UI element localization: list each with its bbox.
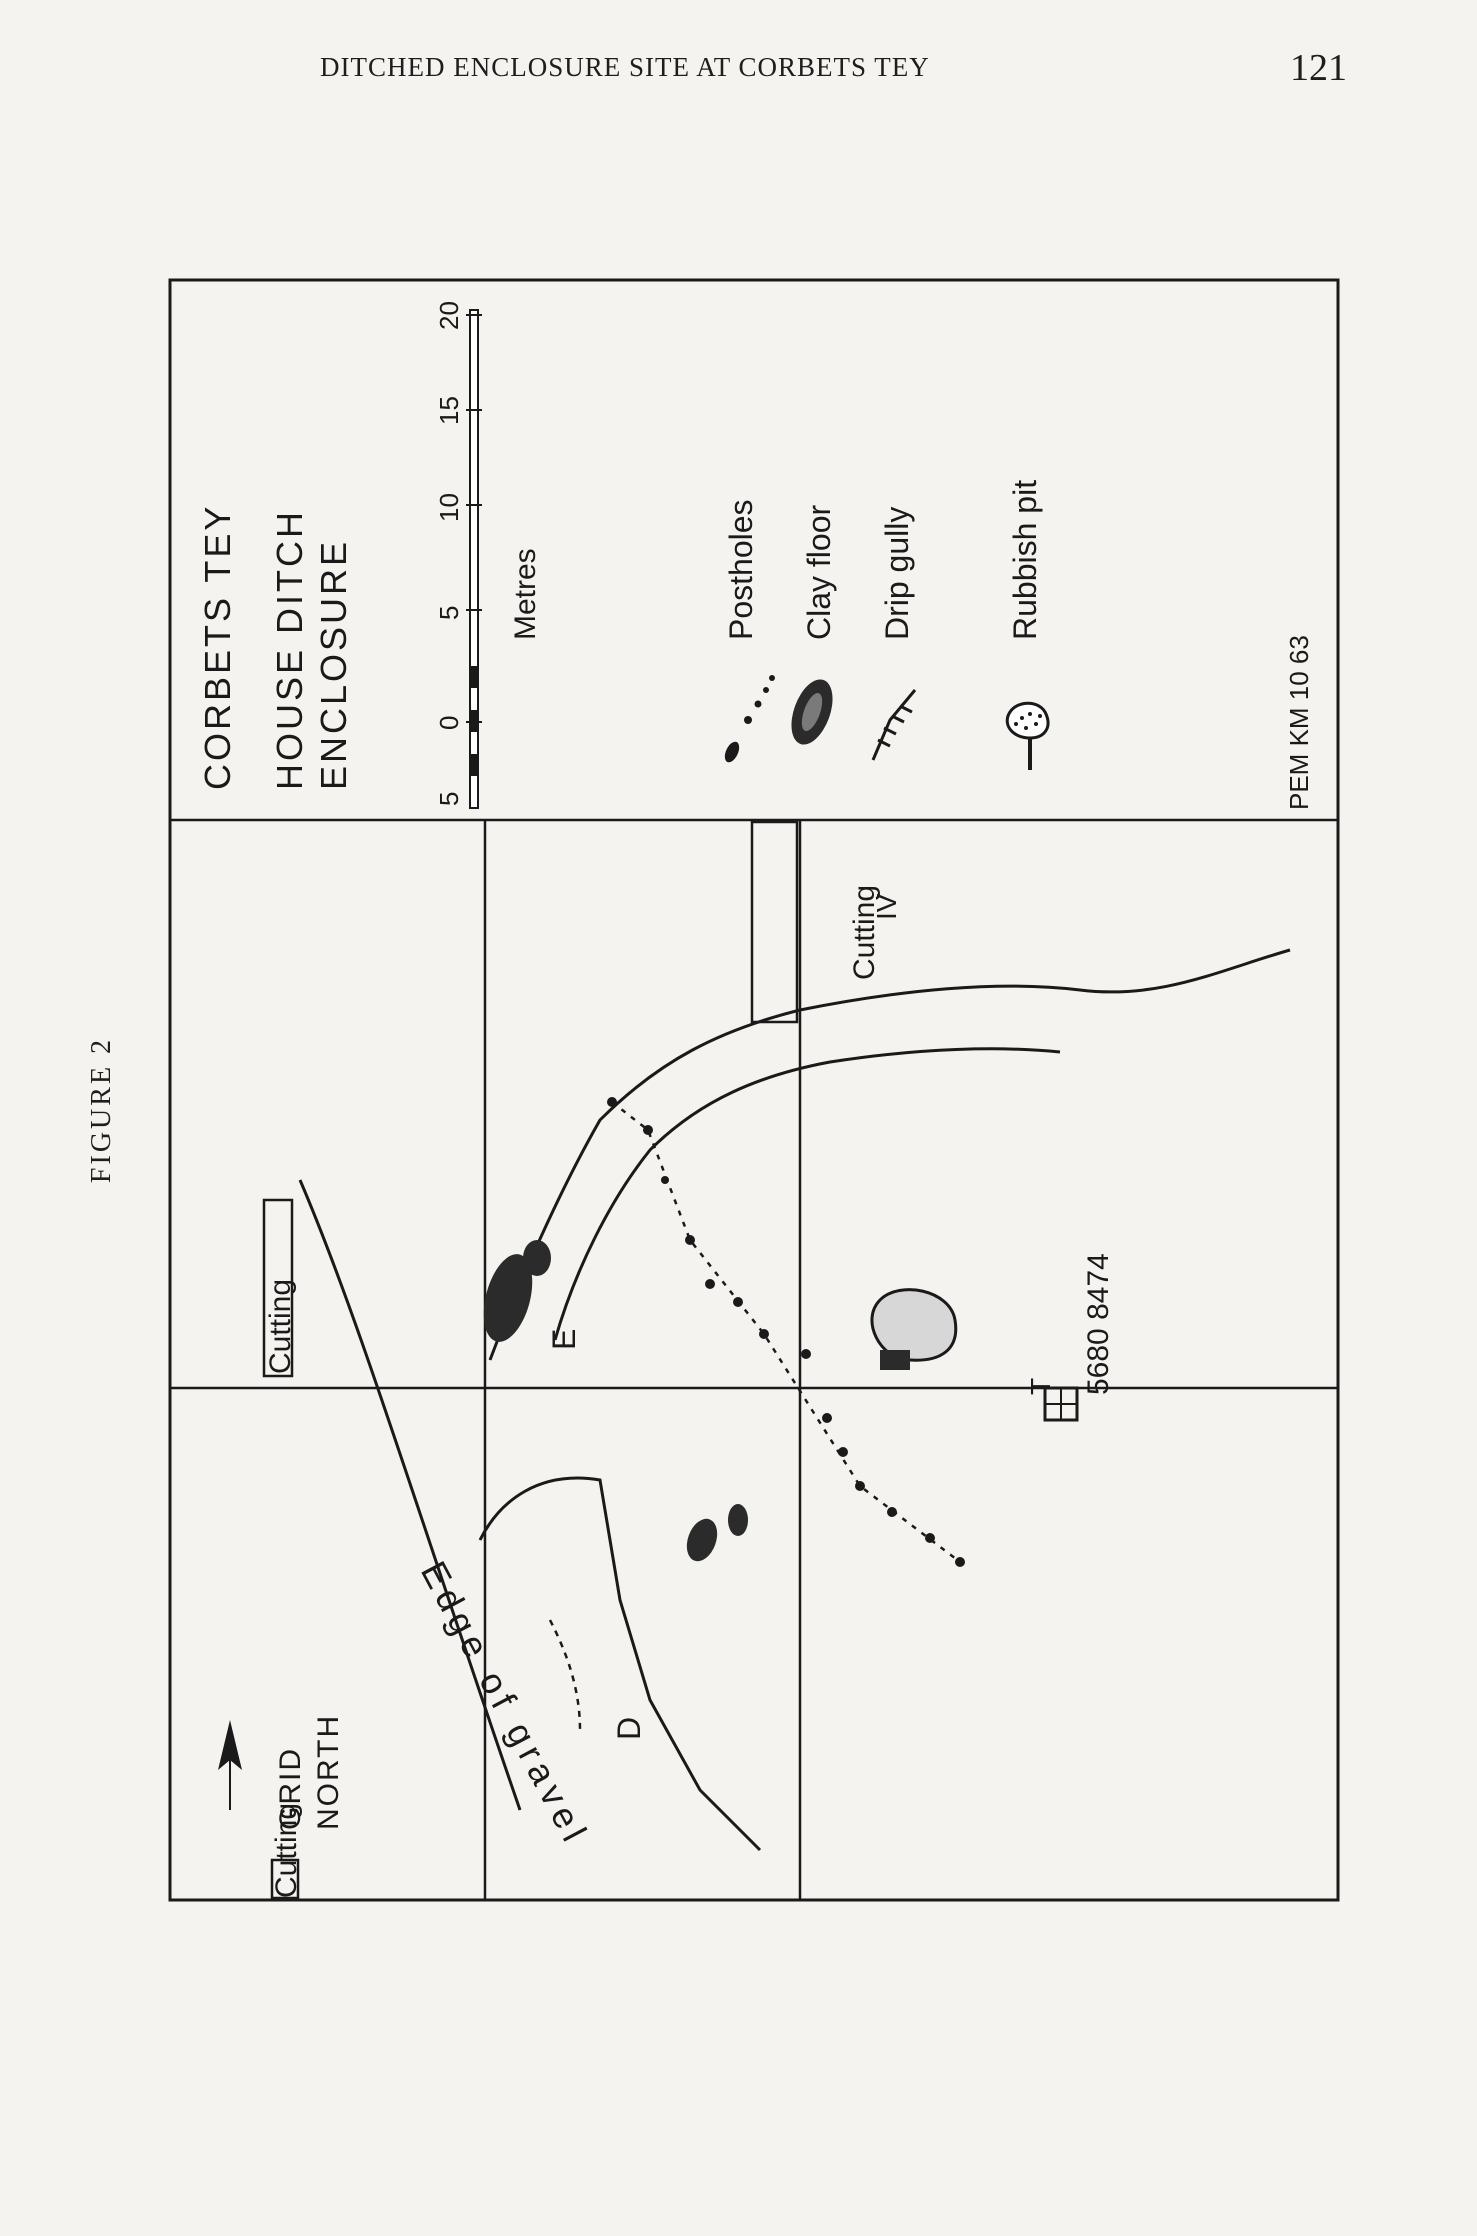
cutting-top <box>262 1198 294 1378</box>
scale-tick-label: 10 <box>434 493 464 522</box>
scale-tick-label: 15 <box>434 396 464 425</box>
cutting-i-label: Cutting <box>848 885 881 980</box>
cutting-bottom <box>270 1858 300 1900</box>
clay-floor-symbol <box>791 679 833 745</box>
ditch-d-dashed <box>548 1619 582 1731</box>
legend: Postholes Clay floor Drip gully <box>723 480 1050 770</box>
trig-point-icon <box>1043 1386 1079 1422</box>
clay-floor-feature <box>686 1518 718 1562</box>
scale-bar-segment <box>470 666 478 688</box>
posthole-symbol <box>724 675 775 763</box>
drip-gully-symbol <box>871 689 917 761</box>
scale-tick-label: 5 <box>434 792 464 806</box>
cutting-bottom-label: Cutting <box>270 1803 303 1898</box>
ditch-d-line <box>478 1476 762 1852</box>
scale-bar: 5 0 5 10 15 20 Metres <box>434 301 542 809</box>
scale-bar-rule <box>469 309 479 809</box>
legend-label-clay-floor: Clay floor <box>801 505 837 641</box>
grid-north-label-1: GRID <box>274 1747 307 1830</box>
house-ditch-inner <box>553 1047 1061 1341</box>
north-arrow-icon <box>218 1720 242 1810</box>
legend-label-postholes: Postholes <box>723 499 759 640</box>
rubbish-pit-symbol <box>1005 701 1050 770</box>
scale-tick-label: 20 <box>434 301 464 330</box>
scale-tick-label: 5 <box>434 606 464 620</box>
site-title-line-3: ENCLOSURE <box>313 539 354 790</box>
scale-tick-label: 0 <box>434 716 464 730</box>
area-label-e: E <box>546 1329 582 1350</box>
rubbish-pit-feature <box>870 1288 958 1370</box>
posthole-dashed-line <box>611 1101 961 1563</box>
running-head: DITCHED ENCLOSURE SITE AT CORBETS TEY <box>320 52 930 82</box>
legend-label-rubbish-pit: Rubbish pit <box>1007 480 1043 640</box>
trig-point-letter: T <box>1025 1378 1056 1395</box>
site-title-line-2: HOUSE DITCH <box>269 509 310 790</box>
scale-bar-segment <box>470 754 478 776</box>
clay-floor-feature <box>728 1504 748 1536</box>
scale-unit-label: Metres <box>509 548 542 640</box>
cutting-iv <box>750 820 799 1024</box>
posthole-alignment <box>607 1097 965 1567</box>
area-label-d: D <box>611 1717 647 1740</box>
gravel-edge-line <box>298 1179 522 1811</box>
house-ditch-outer <box>488 948 1291 1361</box>
cutting-top-label: Cutting <box>264 1279 297 1374</box>
cutting-iv-label: IV <box>871 893 902 920</box>
figure-credit: PEM KM 10 63 <box>1284 635 1314 810</box>
grid-north-label-2: NORTH <box>312 1714 345 1830</box>
clay-floor-feature <box>523 1240 551 1276</box>
gravel-edge-label: Edge of gravel <box>413 1555 598 1853</box>
page-number: 121 <box>1290 47 1347 89</box>
legend-label-drip-gully: Drip gully <box>879 507 915 640</box>
trig-point-grid-ref: 5680 8474 <box>1082 1253 1115 1395</box>
site-title-line-1: CORBETS TEY <box>197 504 238 790</box>
clay-floor-feature <box>483 1254 533 1342</box>
figure-frame <box>168 278 1340 1902</box>
